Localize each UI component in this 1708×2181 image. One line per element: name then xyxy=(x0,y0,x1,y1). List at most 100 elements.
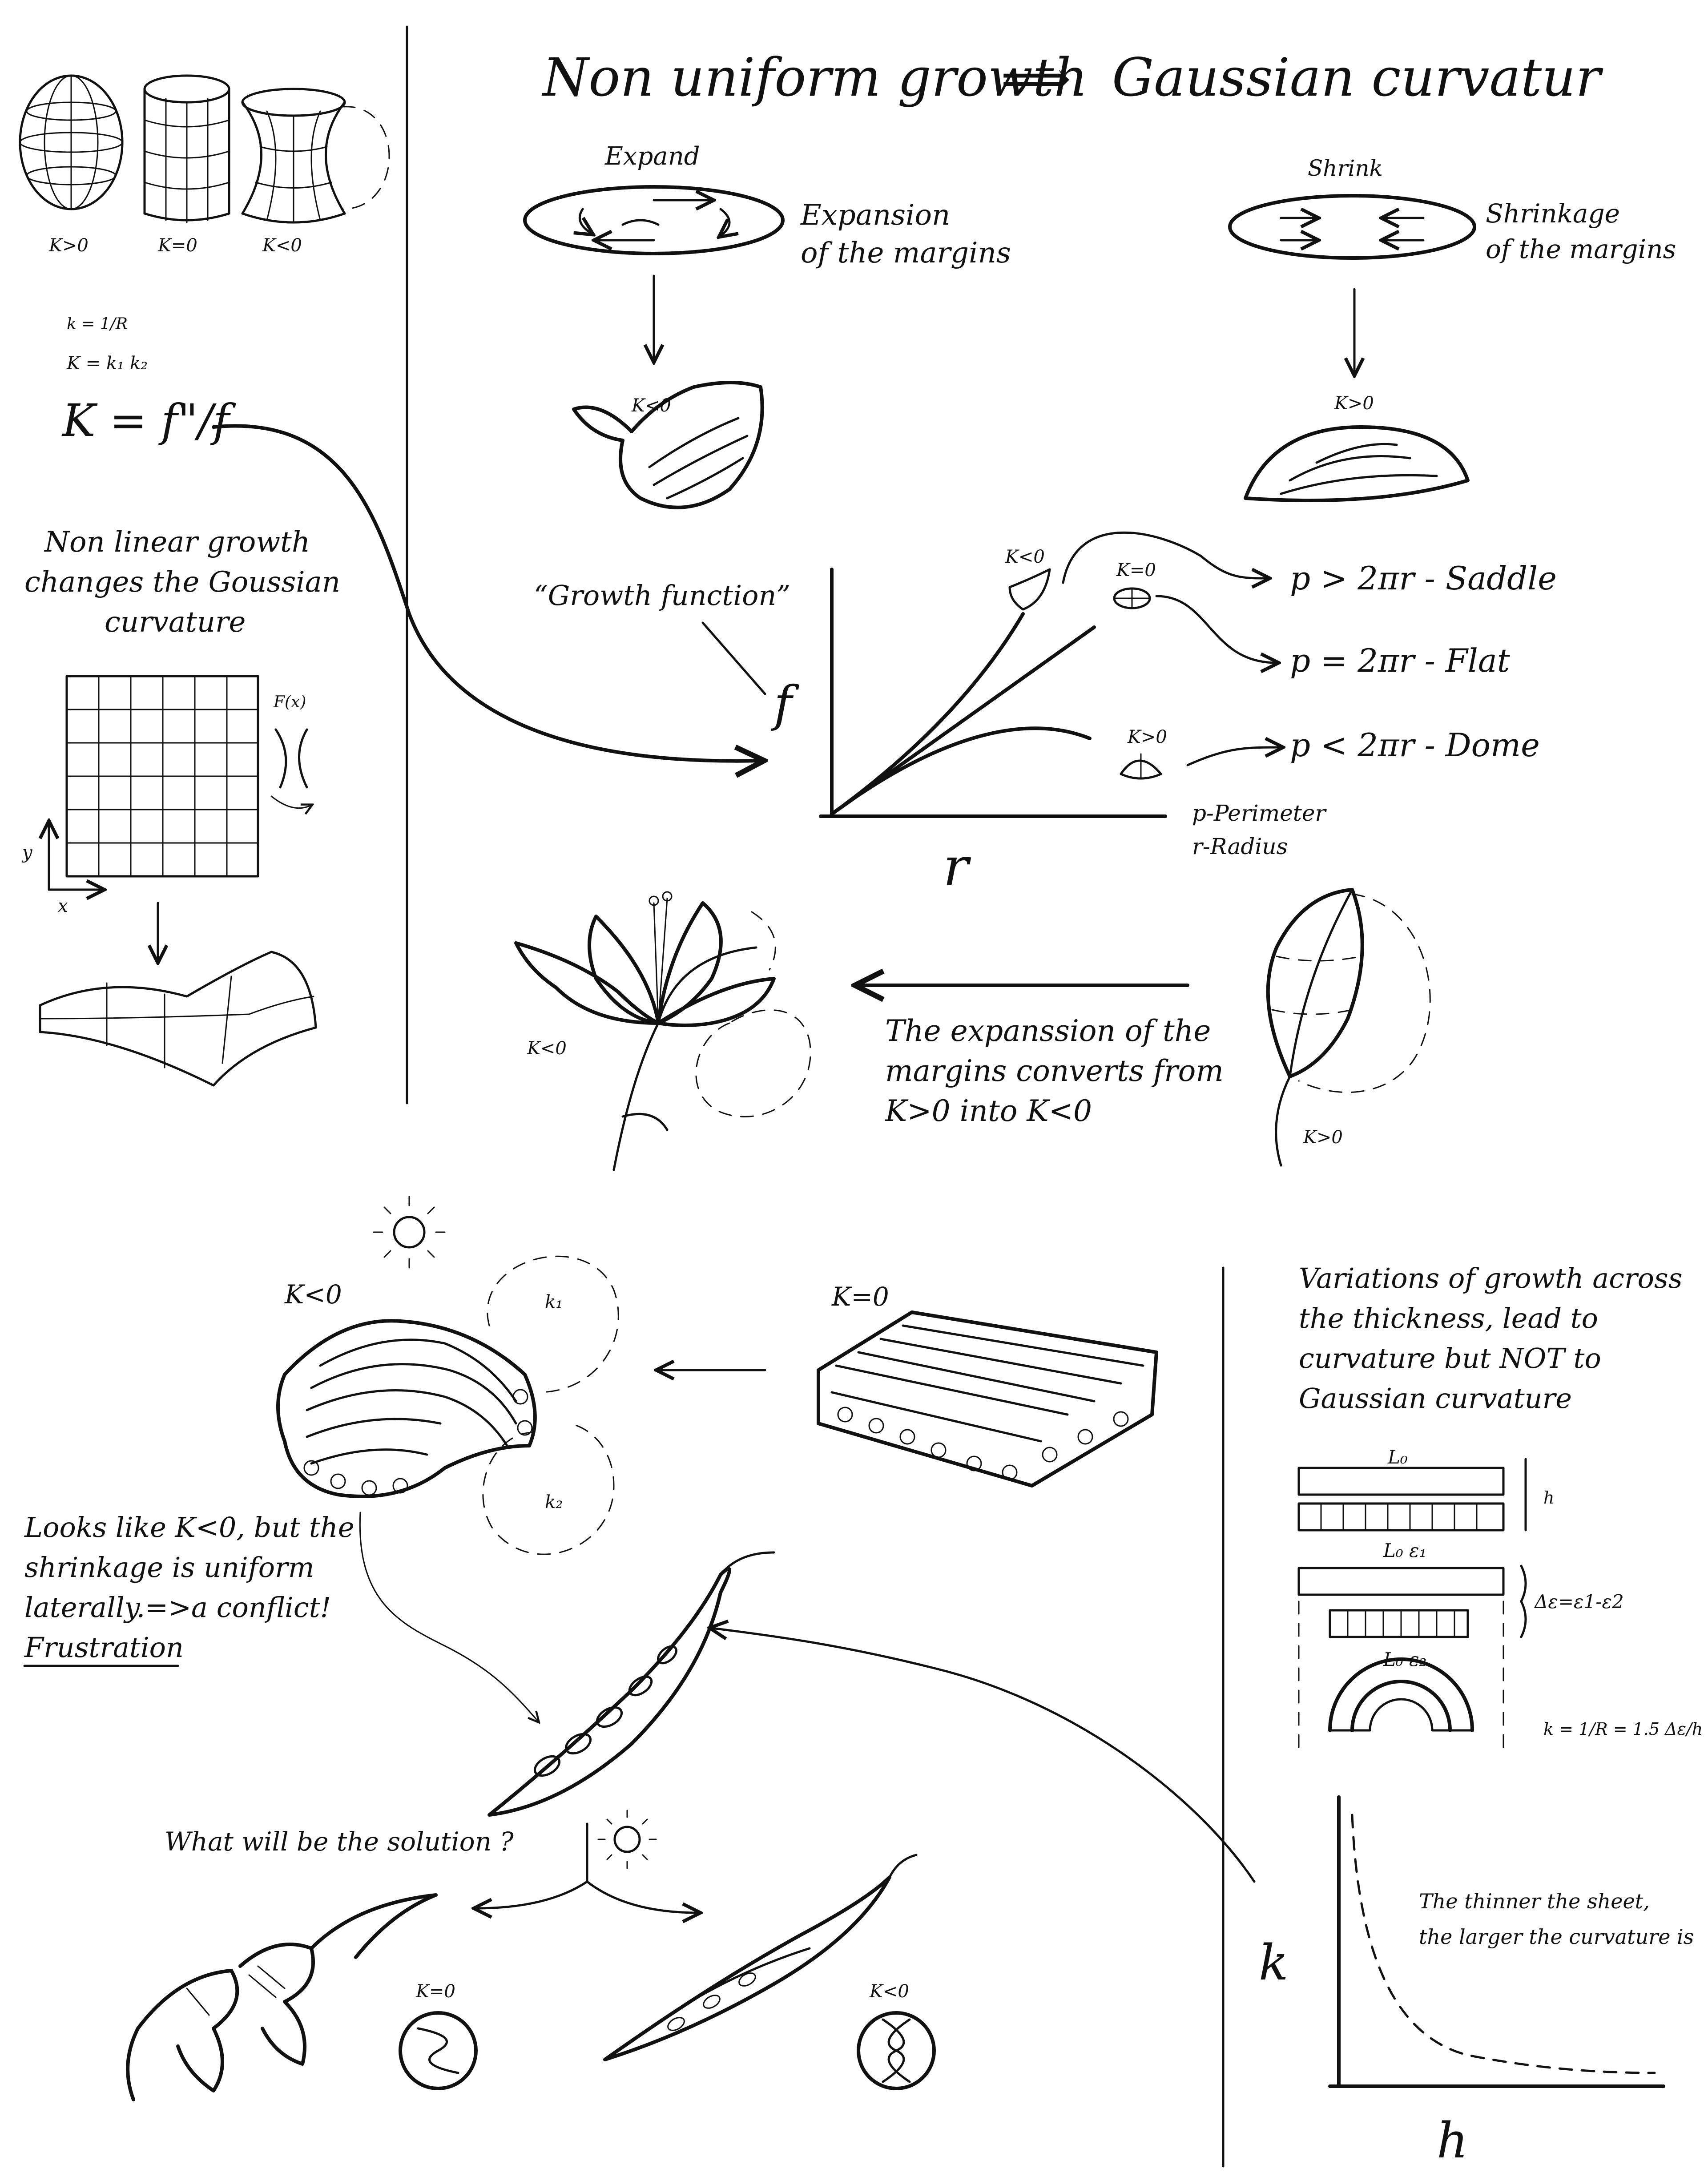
saddle-rule-arrow xyxy=(1062,531,1268,583)
shrink-label: Shrink xyxy=(1308,155,1383,181)
curved-bundle-label: K<0 xyxy=(284,1279,342,1310)
sun-icon xyxy=(373,1196,446,1269)
growth-x-axis-label: r xyxy=(943,836,971,898)
thickness-line-3: curvature but NOT to xyxy=(1299,1342,1601,1375)
solution-left-label: K=0 xyxy=(415,1981,455,2002)
flower-caption-1: The expanssion of the xyxy=(885,1014,1211,1048)
shrink-caption-2: of the margins xyxy=(1486,234,1676,264)
curved-bundle-sketch xyxy=(276,1319,537,1498)
thinness-curve xyxy=(1351,1814,1656,2074)
title-text: Non uniform growth xyxy=(541,47,1088,108)
thickness-line-2: the thickness, lead to xyxy=(1299,1302,1598,1334)
curve-saddle xyxy=(830,612,1025,816)
left-panel-line-2: changes the Goussian xyxy=(24,566,340,599)
flower-caption-3: K>0 into K<0 xyxy=(885,1094,1092,1128)
sphere-label: K>0 xyxy=(48,235,89,256)
k2-circle xyxy=(482,1423,615,1555)
bent-bilayer xyxy=(1328,1657,1474,1732)
formula-to-plot-arrow xyxy=(212,424,761,761)
expanded-layer xyxy=(1297,1567,1505,1596)
dome-rule-arrow xyxy=(1186,747,1281,766)
hyperboloid-sketch xyxy=(241,88,390,224)
expand-disc xyxy=(523,185,785,255)
sphere-sketch xyxy=(19,74,124,210)
frustration-section: Looks like K<0, but the shrinkage is uni… xyxy=(23,1511,538,1721)
flat-bundle-sketch xyxy=(817,1310,1158,1488)
thickness-line-4: Gaussian curvature xyxy=(1299,1382,1572,1415)
bundle-section: K<0 k₁ k₂ K=0 xyxy=(276,1196,1158,1555)
legend-radius: r-Radius xyxy=(1192,834,1288,859)
curve-dome-rule: p < 2πr - Dome xyxy=(1290,726,1540,764)
flat-rule-arrow xyxy=(1155,595,1277,663)
growth-label-pointer xyxy=(701,621,766,695)
saddle-label: K<0 xyxy=(262,235,302,256)
growth-y-axis-label: f xyxy=(771,675,799,732)
flower-caption-2: margins converts from xyxy=(885,1054,1224,1088)
curve-saddle-rule: p > 2πr - Saddle xyxy=(1290,560,1557,597)
l0-label: L₀ xyxy=(1387,1446,1408,1468)
h-label: h xyxy=(1543,1488,1554,1508)
helix-circle-icon xyxy=(857,2011,936,2090)
expand-label: Expand xyxy=(604,142,700,171)
solution-right-label: K<0 xyxy=(869,1981,909,2002)
frustration-line-2: shrinkage is uniform xyxy=(24,1551,314,1584)
lily-flower-sketch xyxy=(514,891,811,1171)
cylinder-sketch xyxy=(143,74,230,223)
curve-flat-rule: p = 2πr - Flat xyxy=(1290,642,1511,679)
k1-circle xyxy=(487,1255,619,1393)
curvature-types: K>0 K=0 K<0 xyxy=(19,74,390,256)
saddle-icon xyxy=(1008,568,1051,611)
left-panel: Non linear growth changes the Goussian c… xyxy=(21,526,340,1087)
delta-label: Δε=ε1-ε2 xyxy=(1534,1591,1624,1613)
pod-sketch xyxy=(487,1551,775,1817)
cylinder-label: K=0 xyxy=(157,235,197,256)
saddle-shell-sketch xyxy=(572,381,764,509)
dome-icon xyxy=(1120,753,1162,780)
thinness-y-label: k xyxy=(1259,1934,1289,1991)
bilayer-initial xyxy=(1297,1467,1505,1532)
solution-question: What will be the solution ? xyxy=(165,1826,514,1857)
expand-caption-2: of the margins xyxy=(801,237,1011,270)
delta-brace xyxy=(1520,1564,1527,1638)
solution-sun-icon xyxy=(597,1810,657,1869)
flower-section: K<0 The expanssion of the margins conver… xyxy=(514,888,1431,1171)
growth-plot: “Growth function” f r K<0 K=0 K>0 p > 2π… xyxy=(534,531,1557,898)
curve-dome-curv: K>0 xyxy=(1127,727,1167,747)
formulas: k = 1/R K = k₁ k₂ K = f"/f xyxy=(61,315,236,447)
growth-function-label: “Growth function” xyxy=(534,579,790,612)
thinness-to-pod-arrow xyxy=(712,1628,1256,1883)
title-end-text: Gaussian curvatur xyxy=(1112,47,1603,108)
formula-K-growth: K = f"/f xyxy=(61,395,236,447)
k1-label: k₁ xyxy=(545,1292,563,1312)
frustration-line-1: Looks like K<0, but the xyxy=(24,1511,354,1544)
thinness-note-2: the larger the curvature is xyxy=(1419,1925,1694,1949)
shrink-caption-1: Shrinkage xyxy=(1486,198,1620,229)
shrink-result-label: K>0 xyxy=(1334,393,1374,414)
left-panel-line-3: curvature xyxy=(105,606,246,639)
shrink-disc xyxy=(1228,194,1476,260)
legend-perimeter: p-Perimeter xyxy=(1192,800,1327,826)
grid-deform-icon xyxy=(274,728,287,789)
split-left-arrow xyxy=(476,1880,588,1908)
flat-icon xyxy=(1113,587,1151,609)
thinness-note-1: The thinner the sheet, xyxy=(1419,1889,1650,1913)
growth-grid xyxy=(65,675,259,878)
flower-label: K<0 xyxy=(527,1038,567,1059)
curve-saddle-curv: K<0 xyxy=(1005,547,1045,567)
saddle-surface-sketch xyxy=(39,951,317,1087)
solution-section: What will be the solution ? K=0 xyxy=(126,1810,936,2101)
expand-caption-1: Expansion xyxy=(800,199,950,232)
twisted-strip-sketch xyxy=(126,1893,438,2101)
grid-deform-icon-2 xyxy=(298,728,308,789)
frustration-arrow xyxy=(359,1512,538,1721)
curve-dome xyxy=(830,726,1092,816)
bud-label: K>0 xyxy=(1303,1127,1343,1148)
axis-x-label: x xyxy=(58,896,68,916)
thickness-section: Variations of growth across the thicknes… xyxy=(1297,1262,1703,1749)
deform-arrow xyxy=(270,795,311,808)
l0e1-label: L₀ ε₁ xyxy=(1383,1540,1426,1561)
helical-pod-sketch xyxy=(603,1854,918,2061)
formula-K-product: K = k₁ k₂ xyxy=(66,353,148,374)
curve-flat-curv: K=0 xyxy=(1116,560,1156,581)
